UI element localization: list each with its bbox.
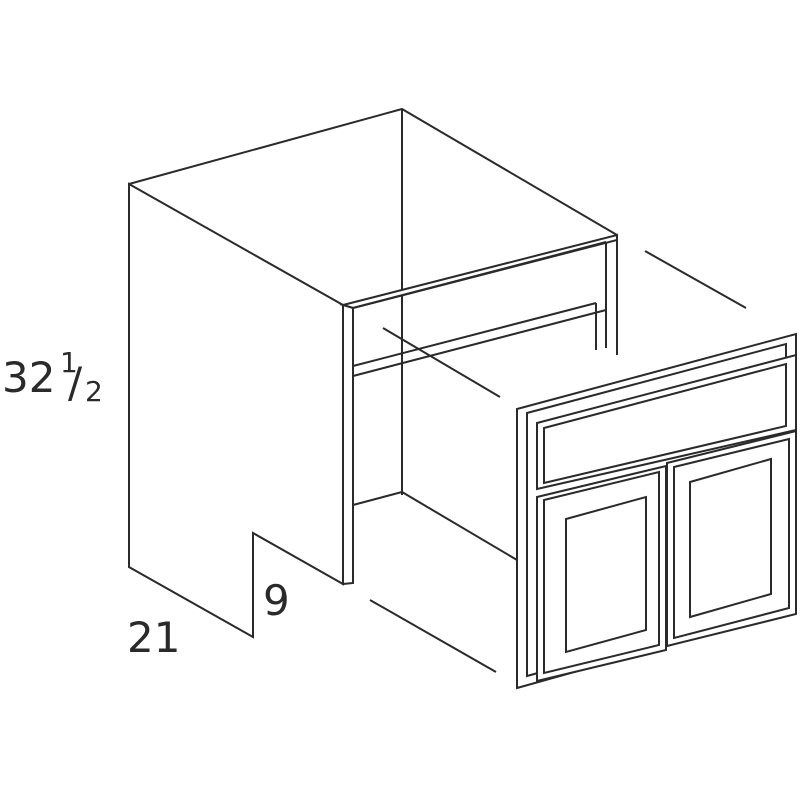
height-frac-den: 2 [85, 375, 103, 408]
right-door-panel [689, 457, 772, 619]
height-frac-num: 1 [60, 346, 78, 379]
depth-dimension-line [382, 327, 501, 398]
front-rail-lower-2 [352, 302, 597, 367]
door-drawer-front [516, 332, 797, 690]
front-left-stile [342, 303, 354, 586]
drawer-false-front-inner [543, 362, 787, 485]
height-whole: 32 [2, 353, 55, 402]
front-rail-lower [352, 309, 607, 377]
interior-floor [352, 490, 518, 561]
dimension-lines [369, 250, 747, 673]
top-back-edge [128, 107, 618, 236]
bottom-dimension-line [369, 599, 497, 673]
left-door-panel [565, 495, 647, 654]
front-top-rail [339, 233, 618, 310]
cabinet-carcass [128, 107, 618, 639]
depth-label: 21 [127, 613, 180, 662]
height-frac-slash: / [68, 358, 83, 407]
width-dimension-line [644, 250, 747, 309]
toe-kick-label: 9 [263, 576, 290, 625]
left-side-panel [128, 182, 344, 639]
height-dimension-label: 32 1 / 2 [2, 346, 103, 408]
front-face-top [352, 241, 607, 309]
